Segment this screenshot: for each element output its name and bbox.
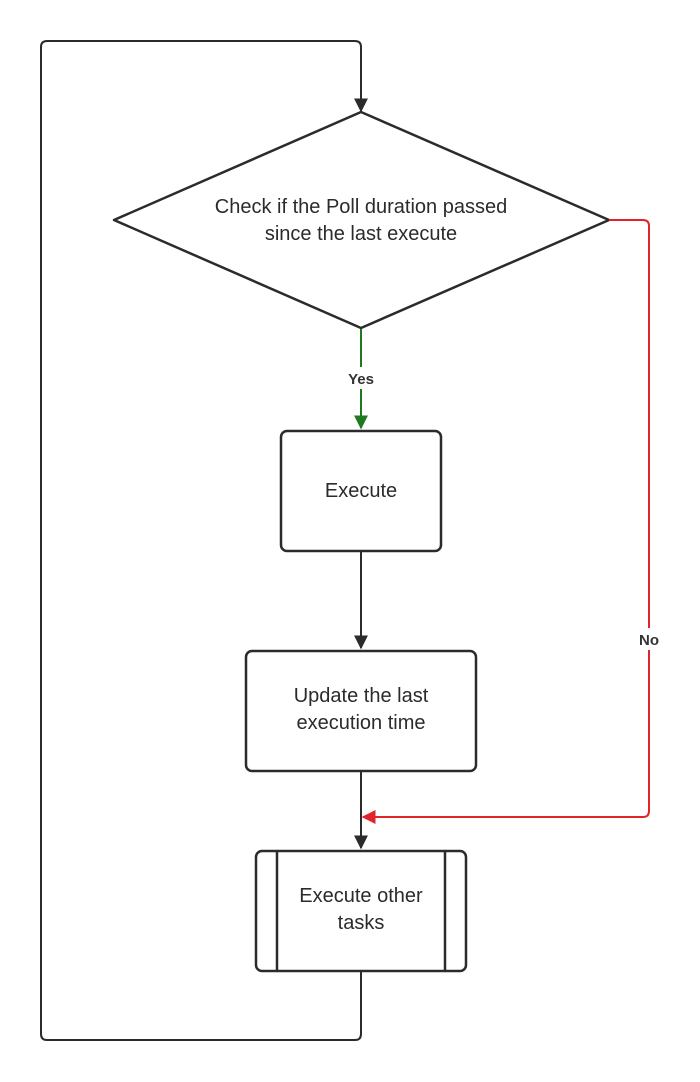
decision-diamond [112, 110, 611, 330]
yes-label: Yes [348, 371, 374, 388]
update-box [244, 649, 478, 773]
update-text-line1: Update the last [294, 685, 429, 707]
decision-text-line1: Check if the Poll duration passed [215, 196, 507, 218]
loop-back-edge [40, 40, 368, 1041]
execute-text: Execute [325, 480, 397, 502]
update-text-line2: execution time [297, 712, 426, 734]
no-edge [361, 219, 650, 824]
yes-label-bg [343, 367, 380, 389]
execute-box [279, 429, 443, 553]
other-tasks-box [254, 849, 468, 973]
other-tasks-text-line1: Execute other [299, 885, 423, 907]
no-label-bg [634, 628, 664, 650]
decision-text-line2: since the last execute [265, 223, 457, 245]
no-label: No [639, 632, 659, 649]
other-tasks-text-line2: tasks [338, 912, 385, 934]
